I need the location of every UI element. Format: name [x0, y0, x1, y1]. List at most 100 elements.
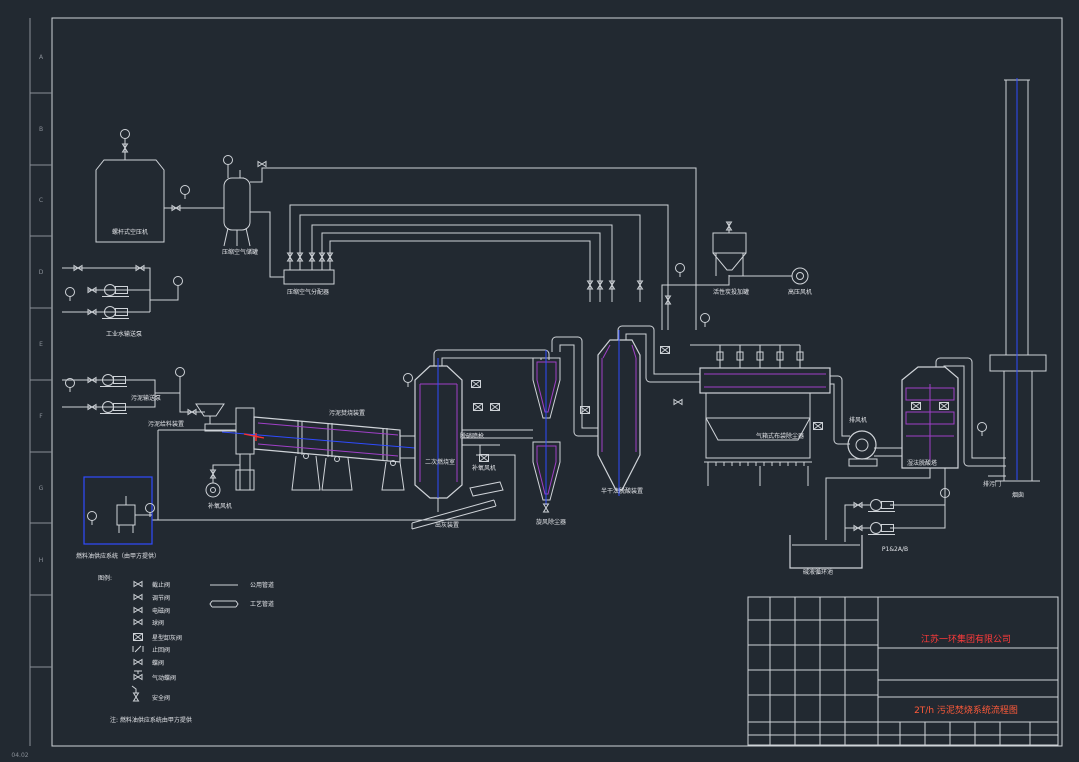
utility-pipe: [289, 204, 669, 330]
carbon-tank-cone: [712, 252, 747, 271]
gauge: [120, 129, 130, 144]
baghouse: 气箱式布袋除尘器: [699, 351, 831, 486]
kiln-head: [235, 407, 255, 455]
hp-fan-label: 高压风机: [788, 288, 812, 296]
utility-pipe: [250, 211, 284, 278]
drawing-frame: A B C D E F G H 04.02: [11, 17, 1063, 759]
carbon-tank-label: 活性炭投加罐: [713, 288, 749, 296]
kiln-ring: [297, 420, 388, 461]
gauge: [180, 185, 190, 200]
cyclone-lower: [532, 441, 561, 501]
air-compressor: 螺杆式空压机: [95, 129, 165, 243]
utility-pipe: [321, 232, 601, 302]
baghouse-lower: [705, 393, 811, 459]
instrument-box: [479, 454, 489, 462]
carbon-tank-body: [712, 232, 747, 254]
circulation-pipe: [890, 505, 946, 529]
blower-1: 补氧风机: [205, 469, 232, 510]
kiln-support: [291, 455, 321, 491]
legend-process-line: [209, 600, 239, 608]
utility-pipe: [299, 214, 641, 302]
legend-item: 蝶阀: [152, 659, 164, 667]
fuel-tank-legs: [118, 496, 134, 533]
deacid-tower: 半干法脱酸装置: [597, 330, 643, 496]
process-pipe: [556, 341, 598, 432]
legend-symbol-control-valve: [133, 594, 143, 600]
row-label: C: [39, 197, 43, 204]
cyclone-upper-inner: [536, 361, 557, 413]
legend: 图例: 截止阀 调节阀 电磁阀 球阀 星型卸灰阀 止回阀 蝶阀 气动蝶阀 安全阀…: [98, 574, 274, 724]
gauge: [65, 378, 75, 393]
legend-line-item: 工艺管道: [250, 600, 274, 608]
burner: [243, 433, 265, 441]
gauge: [700, 313, 710, 328]
legend-symbol-pneumatic-valve: [133, 674, 143, 680]
baghouse-legs: [707, 466, 809, 486]
air-compressor-body: [95, 159, 165, 243]
legend-symbol-safety-valve: [133, 692, 139, 702]
legend-symbol-gate-valve: [133, 581, 143, 587]
instrument-box: [471, 380, 481, 388]
air-distributor-body: [283, 269, 335, 285]
fuel-system-label: 燃料油供应系统（由甲方提供）: [76, 552, 160, 560]
denox-line: [462, 444, 500, 455]
denox-label: 脱硝喷枪: [460, 432, 484, 440]
kiln-roller: [334, 456, 340, 462]
secondary-chamber: 二次燃烧室: [414, 358, 463, 512]
gauge: [65, 287, 75, 302]
row-label: A: [39, 54, 44, 61]
instrument-box: [660, 346, 670, 354]
process-pipes: [438, 330, 1006, 462]
air-distributor-label: 压缩空气分配器: [287, 288, 329, 296]
fuel-system-box: [83, 476, 153, 545]
instrument-box: [473, 403, 483, 411]
fuel-tank: [116, 504, 136, 526]
ash-conveyor-drive: [469, 481, 504, 497]
baghouse-label: 气箱式布袋除尘器: [756, 432, 804, 440]
circulation-pipe: [890, 468, 946, 506]
exhaust-fan-casing: [847, 430, 877, 460]
chimney: 排污门 烟囱: [983, 78, 1047, 499]
legend-symbol-ball-valve: [133, 619, 143, 625]
scrubber-spray: [906, 384, 954, 460]
gauge: [675, 263, 685, 278]
scrubber-shell: [901, 366, 959, 469]
deacid-shell: [597, 339, 641, 491]
carbon-tank-legs: [715, 222, 744, 276]
blower-hub: [210, 487, 216, 493]
exhaust-fan-base: [848, 458, 878, 467]
chamber-shell: [414, 365, 463, 499]
pulse-air-header: [690, 344, 801, 368]
chamber-label: 二次燃烧室: [425, 458, 455, 466]
utility-pipe: [250, 167, 697, 330]
air-tank-nozzle: [227, 169, 244, 179]
utility-pipe: [329, 240, 591, 302]
legend-symbol-safety-arm: [131, 685, 137, 693]
chimney-base: [1003, 370, 1033, 482]
feeder-label: 污泥给料装置: [148, 420, 184, 428]
carbon-pipe: [661, 275, 730, 330]
blower-2: 补氧风机: [472, 454, 496, 472]
legend-item: 气动蝶阀: [152, 674, 176, 682]
air-distributor: 压缩空气分配器: [283, 252, 335, 296]
kiln-outlet: [400, 435, 415, 459]
air-pipe: [212, 464, 240, 483]
pulse-valve: [756, 351, 764, 361]
legend-line-item: 公用管道: [250, 581, 274, 589]
row-label: G: [39, 485, 44, 492]
scrubber-label: 湿法脱酸塔: [907, 459, 937, 467]
rotary-kiln: 污泥焚烧装置: [221, 407, 416, 491]
baghouse-upper: [699, 367, 831, 394]
valve: [543, 503, 549, 513]
blower-label: 补氧风机: [208, 502, 232, 510]
carbon-tank: 活性炭投加罐: [712, 221, 749, 296]
hp-fan-casing: [791, 267, 809, 285]
title-block-strip: [748, 721, 1058, 745]
gauge: [175, 367, 185, 382]
sludge-pipe: [62, 379, 156, 408]
air-tank-body: [223, 177, 251, 231]
baghouse-bags: [704, 373, 826, 388]
margin-ticks: [30, 92, 52, 668]
cyclone-label: 旋风除尘器: [536, 518, 566, 526]
gauge: [87, 511, 97, 526]
